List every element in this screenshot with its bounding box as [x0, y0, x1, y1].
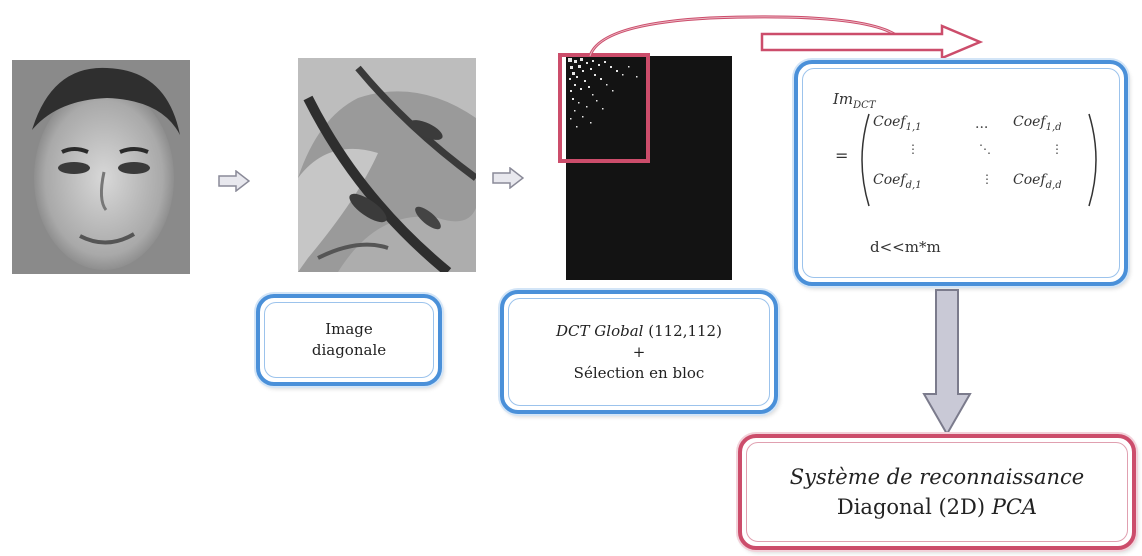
dct-label-plus: +: [632, 342, 646, 361]
matrix-cell-text: Coef: [1013, 114, 1046, 130]
recognition-label-line2: Diagonal (2D) PCA: [837, 492, 1037, 522]
matrix-equals-sign: =: [835, 146, 849, 165]
matrix-cell-subscript: d,1: [905, 179, 922, 191]
diagonal-label-line2: diagonale: [311, 341, 387, 359]
matrix-cell-1-d: Coef1,d: [1013, 114, 1062, 133]
matrix-cell-d-d: Coefd,d: [1013, 172, 1062, 191]
matrix-cell-subscript: d,d: [1045, 179, 1062, 191]
matrix-cell-d-1: Coefd,1: [873, 172, 922, 191]
right-arrow-icon: [492, 167, 524, 189]
recognition-label-italic: PCA: [991, 495, 1038, 519]
dct-label-italic: DCT Global: [556, 321, 644, 340]
dct-global-label: DCT Global (112,112) + Sélection en bloc: [504, 294, 774, 410]
matrix-cell-subscript: 1,d: [1045, 121, 1062, 133]
down-arrow-icon: [922, 289, 972, 436]
matrix-lhs-name: Im: [833, 90, 854, 108]
face-original-illustration: [12, 60, 190, 274]
matrix-cell-subscript: 1,1: [905, 121, 922, 133]
diagonal-image-label: Image diagonale: [260, 298, 438, 382]
dct-label-line3: Sélection en bloc: [573, 363, 705, 382]
right-parenthesis-icon: [1088, 113, 1097, 207]
face-diagonal-image: [298, 58, 476, 272]
recognition-label-plain: Diagonal (2D): [836, 495, 992, 519]
matrix-lhs: ImDCT: [833, 90, 876, 111]
matrix-vdots: ⋮: [907, 142, 919, 156]
block-selection-highlight: [558, 53, 650, 163]
recognition-system-box: Système de reconnaissance Diagonal (2D) …: [738, 434, 1136, 550]
dct-global-box: DCT Global (112,112) + Sélection en bloc: [500, 290, 778, 414]
dct-matrix-box: [794, 60, 1128, 286]
curved-arrow-icon: [588, 15, 984, 60]
diagonal-label-line1: Image: [325, 320, 373, 338]
dct-label-size: (112,112): [643, 321, 722, 340]
matrix-hdots: ...: [975, 116, 989, 132]
matrix-cell-text: Coef: [873, 172, 906, 188]
dct-matrix: ImDCT = Coef1,1 ... Coef1,d ⋮ ⋱ ⋮ Coefd,…: [833, 90, 1103, 210]
face-diagonal-illustration: [298, 58, 476, 272]
matrix-vdots: ⋮: [1051, 142, 1063, 156]
matrix-condition: d<<m*m: [870, 238, 941, 256]
matrix-cell-1-1: Coef1,1: [873, 114, 922, 133]
dct-label-line1: DCT Global (112,112): [556, 321, 722, 342]
diagonal-image-box: Image diagonale: [256, 294, 442, 386]
matrix-cell-text: Coef: [873, 114, 906, 130]
matrix-vdots: ⋮: [981, 172, 993, 186]
recognition-system-label: Système de reconnaissance Diagonal (2D) …: [742, 438, 1132, 546]
recognition-label-line1: Système de reconnaissance: [789, 465, 1085, 489]
matrix-lhs-subscript: DCT: [853, 100, 876, 111]
face-original-image: [12, 60, 190, 274]
right-arrow-icon: [218, 170, 250, 192]
matrix-cell-text: Coef: [1013, 172, 1046, 188]
matrix-ddots: ⋱: [979, 142, 991, 156]
left-parenthesis-icon: [861, 113, 870, 207]
